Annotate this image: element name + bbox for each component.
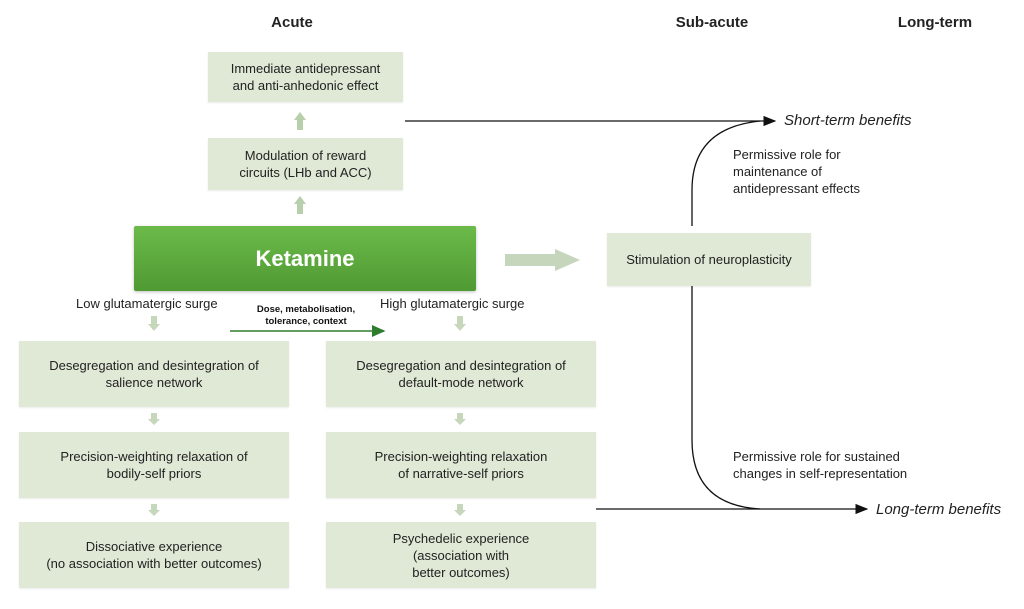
ketamine-to-neuroplasticity-arrow (505, 249, 580, 271)
down-arrows-left (148, 316, 160, 516)
up-arrows (294, 112, 306, 214)
long-term-curve (691, 286, 761, 510)
psychedelic-box: Psychedelic experience (association with… (326, 522, 596, 588)
narrative-self-box: Precision-weighting relaxation of narrat… (326, 432, 596, 498)
permissive-long-note: Permissive role for sustained changes in… (733, 449, 908, 481)
ketamine-box: Ketamine (134, 226, 476, 291)
short-term-curve (691, 120, 761, 226)
header-subacute: Sub-acute (675, 14, 749, 31)
short-term-benefits: Short-term benefits (784, 112, 912, 129)
immediate-effect-box: Immediate antidepressant and anti-anhedo… (208, 52, 403, 102)
low-surge-label: Low glutamatergic surge (76, 296, 218, 311)
permissive-short-note: Permissive role for maintenance of antid… (733, 147, 860, 196)
high-surge-label: High glutamatergic surge (380, 296, 525, 311)
dissociative-box: Dissociative experience (no association … (19, 522, 289, 588)
header-longterm: Long-term (897, 14, 973, 31)
long-term-benefits: Long-term benefits (876, 501, 1002, 518)
bodily-self-box: Precision-weighting relaxation of bodily… (19, 432, 289, 498)
default-mode-box: Desegregation and desintegration of defa… (326, 341, 596, 407)
salience-network-box: Desegregation and desintegration of sali… (19, 341, 289, 407)
down-arrows-right (454, 316, 466, 516)
modifiers-label: Dose, metabolisation, tolerance, context (256, 304, 356, 327)
neuroplasticity-box: Stimulation of neuroplasticity (607, 233, 811, 286)
header-acute: Acute (271, 14, 313, 31)
modulation-reward-box: Modulation of reward circuits (LHb and A… (208, 138, 403, 190)
